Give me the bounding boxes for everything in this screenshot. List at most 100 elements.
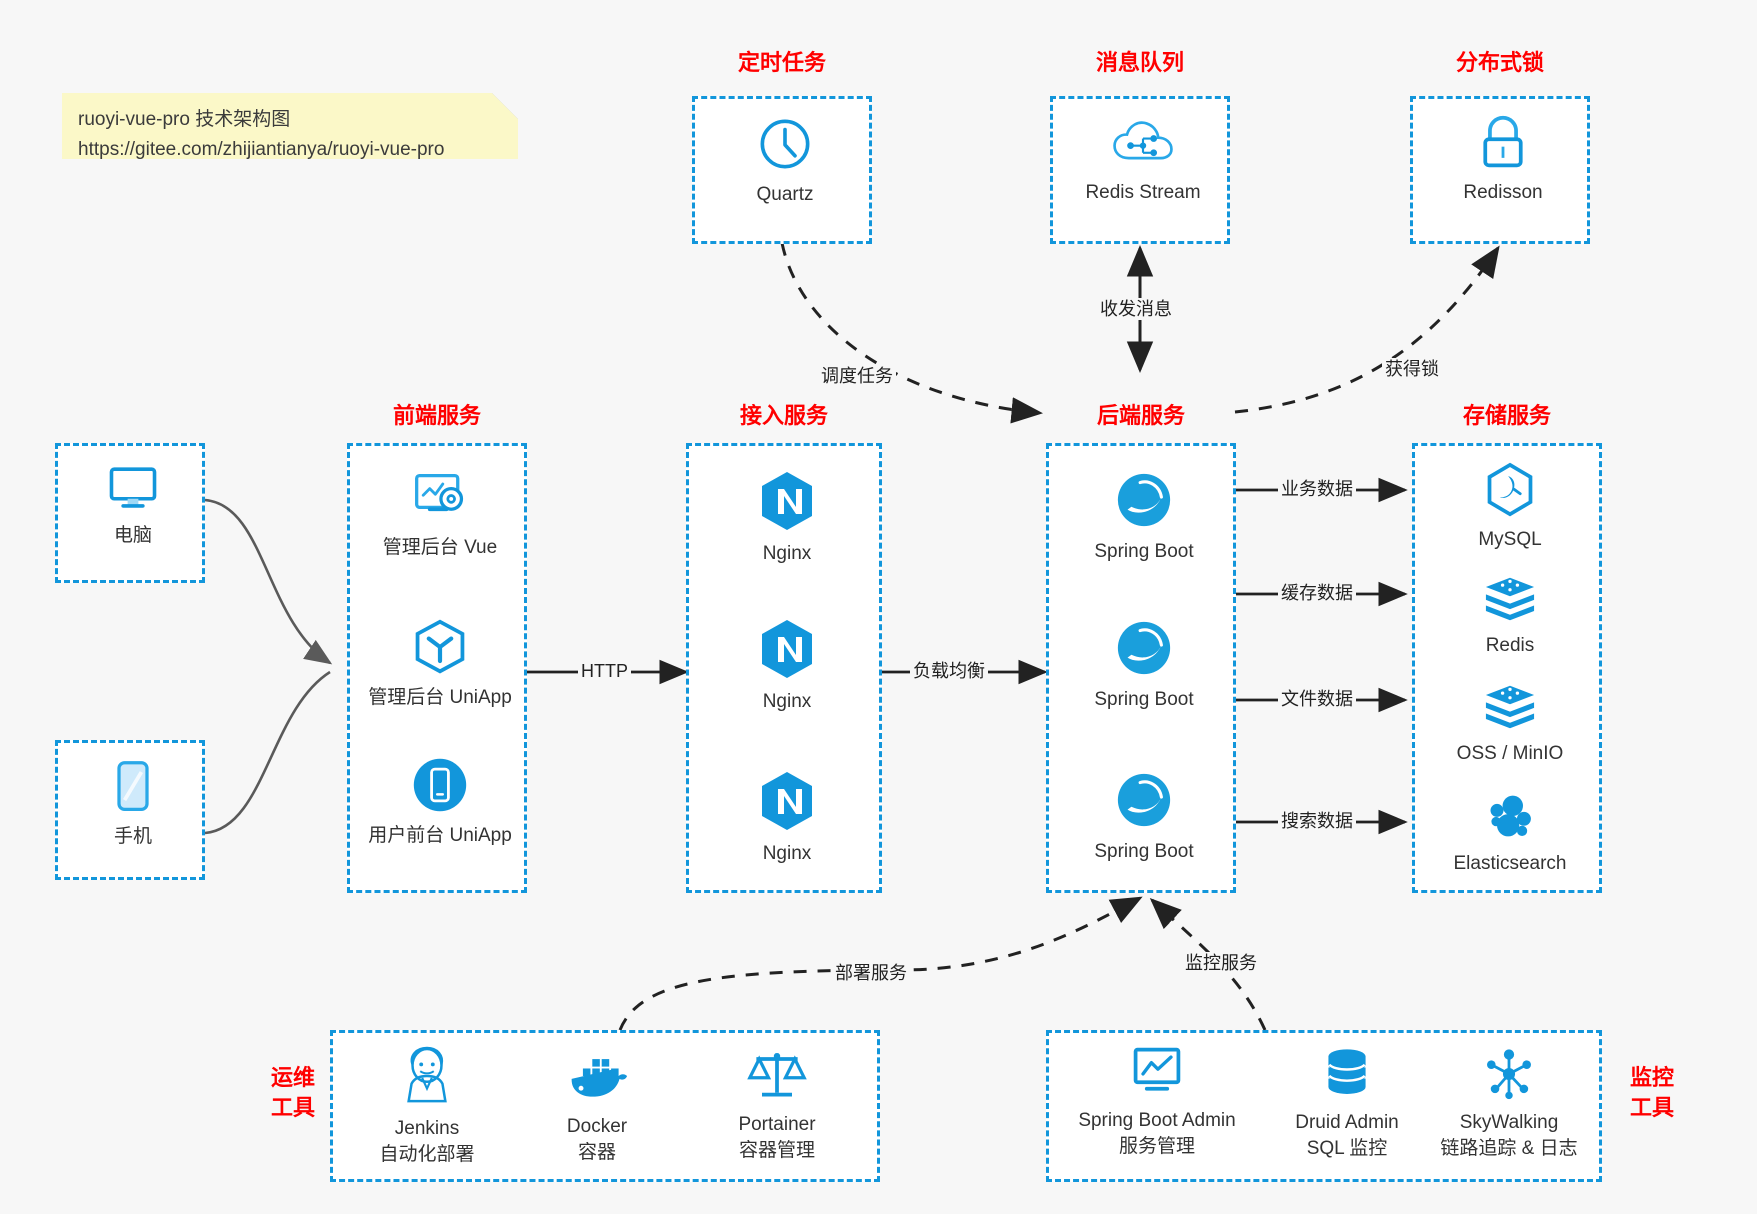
group-title-backend: 后端服务 xyxy=(1096,403,1185,428)
node-oss-minio[interactable]: OSS / MinIO xyxy=(1415,682,1605,767)
group-title-scheduler: 定时任务 xyxy=(737,50,826,75)
monitor-title-line2: 工具 xyxy=(1629,1095,1674,1120)
group-title-gateway: 接入服务 xyxy=(739,403,828,428)
spring-boot-icon xyxy=(1114,770,1174,835)
node-label: Docker xyxy=(566,1116,628,1137)
node-admin-vue[interactable]: 管理后台 Vue xyxy=(350,470,530,561)
padlock-icon xyxy=(1475,113,1531,176)
nginx-icon xyxy=(758,618,816,685)
node-label: Quartz xyxy=(756,184,814,205)
edge-label-monitor-service: 监控服务 xyxy=(1182,952,1260,974)
edge-label-schedule-task: 调度任务 xyxy=(818,365,896,387)
group-backend: Spring Boot Spring Boot Spring Boot xyxy=(1046,443,1236,893)
spring-boot-icon xyxy=(1114,470,1174,535)
node-mobile[interactable]: 手机 xyxy=(58,759,208,850)
node-sublabel: 链路追踪 & 日志 xyxy=(1440,1138,1578,1159)
database-stack-icon xyxy=(1321,1047,1373,1106)
clock-icon xyxy=(756,115,814,178)
edge-label-cache-data: 缓存数据 xyxy=(1278,582,1356,604)
node-springboot-2[interactable]: Spring Boot xyxy=(1049,618,1239,713)
group-title-frontend: 前端服务 xyxy=(392,403,481,428)
devops-title-line2: 工具 xyxy=(270,1095,315,1120)
node-label: Druid Admin xyxy=(1295,1112,1399,1133)
diagram-note: ruoyi-vue-pro 技术架构图 https://gitee.com/zh… xyxy=(62,93,518,159)
group-storage: MySQL Redis xyxy=(1412,443,1602,893)
dashboard-settings-icon xyxy=(409,470,471,531)
node-redis[interactable]: Redis xyxy=(1415,574,1605,659)
cloud-stream-icon xyxy=(1111,115,1175,176)
node-label: Redis xyxy=(1485,635,1535,656)
devops-title-line1: 运维 xyxy=(270,1065,315,1090)
group-client-desktop: 电脑 xyxy=(55,443,205,583)
docker-whale-icon xyxy=(566,1047,628,1110)
group-gateway: Nginx Nginx Nginx xyxy=(686,443,882,893)
node-label: 手机 xyxy=(113,826,152,847)
node-nginx-1[interactable]: Nginx xyxy=(689,470,885,567)
node-quartz[interactable]: Quartz xyxy=(695,115,875,208)
elasticsearch-icon xyxy=(1484,790,1536,847)
node-docker[interactable]: Docker 容器 xyxy=(517,1047,677,1166)
node-mysql[interactable]: MySQL xyxy=(1415,462,1605,553)
edge-label-load-balance: 负载均衡 xyxy=(910,660,988,682)
node-label: 管理后台 UniApp xyxy=(368,687,512,708)
group-lock: Redisson xyxy=(1410,96,1590,244)
group-title-monitor: 监控 工具 xyxy=(1612,1063,1692,1123)
monitor-title-line1: 监控 xyxy=(1629,1065,1674,1090)
group-monitor: Spring Boot Admin 服务管理 xyxy=(1046,1030,1602,1182)
node-nginx-2[interactable]: Nginx xyxy=(689,618,885,715)
node-label: Portainer xyxy=(738,1114,816,1135)
node-redis-stream[interactable]: Redis Stream xyxy=(1053,115,1233,206)
group-mq: Redis Stream xyxy=(1050,96,1230,244)
node-springboot-3[interactable]: Spring Boot xyxy=(1049,770,1239,865)
node-admin-uniapp[interactable]: 管理后台 UniApp xyxy=(350,618,530,711)
group-scheduler: Quartz xyxy=(692,96,872,244)
node-label: OSS / MinIO xyxy=(1456,743,1564,764)
group-title-mq: 消息队列 xyxy=(1095,50,1184,75)
node-user-uniapp[interactable]: 用户前台 UniApp xyxy=(350,756,530,849)
group-title-storage: 存储服务 xyxy=(1462,403,1551,428)
node-elasticsearch[interactable]: Elasticsearch xyxy=(1415,790,1605,877)
node-druid-admin[interactable]: Druid Admin SQL 监控 xyxy=(1267,1047,1427,1162)
node-sublabel: SQL 监控 xyxy=(1306,1138,1388,1159)
node-label: Nginx xyxy=(762,691,812,712)
node-label: 用户前台 UniApp xyxy=(368,825,512,846)
node-redisson[interactable]: Redisson xyxy=(1413,113,1593,206)
group-client-mobile: 手机 xyxy=(55,740,205,880)
node-desktop[interactable]: 电脑 xyxy=(58,462,208,549)
node-springboot-1[interactable]: Spring Boot xyxy=(1049,470,1239,565)
edge-label-business-data: 业务数据 xyxy=(1278,478,1356,500)
oss-minio-icon xyxy=(1482,682,1538,737)
node-label: Spring Boot Admin xyxy=(1078,1110,1236,1131)
node-label: SkyWalking xyxy=(1459,1112,1559,1133)
scales-icon xyxy=(747,1045,807,1108)
node-sublabel: 容器 xyxy=(577,1142,616,1163)
note-title: ruoyi-vue-pro 技术架构图 xyxy=(78,109,291,130)
nginx-icon xyxy=(758,770,816,837)
nginx-icon xyxy=(758,470,816,537)
node-nginx-3[interactable]: Nginx xyxy=(689,770,885,867)
node-portainer[interactable]: Portainer 容器管理 xyxy=(687,1045,867,1164)
node-sublabel: 容器管理 xyxy=(738,1140,815,1161)
mysql-icon xyxy=(1483,462,1537,523)
node-label: Spring Boot xyxy=(1094,841,1194,862)
node-jenkins[interactable]: Jenkins 自动化部署 xyxy=(347,1045,507,1168)
edge-label-send-receive-message: 收发消息 xyxy=(1097,298,1175,320)
spring-boot-icon xyxy=(1114,618,1174,683)
node-spring-boot-admin[interactable]: Spring Boot Admin 服务管理 xyxy=(1057,1045,1257,1160)
node-sublabel: 自动化部署 xyxy=(379,1144,475,1165)
group-title-lock: 分布式锁 xyxy=(1455,50,1544,75)
note-url: https://gitee.com/zhijiantianya/ruoyi-vu… xyxy=(78,139,445,160)
edge-label-http: HTTP xyxy=(578,660,631,682)
cube-y-icon xyxy=(411,618,469,681)
node-skywalking[interactable]: SkyWalking 链路追踪 & 日志 xyxy=(1419,1047,1599,1162)
edge-label-deploy-service: 部署服务 xyxy=(832,962,910,984)
mobile-phone-icon xyxy=(111,759,155,820)
node-label: Redis Stream xyxy=(1085,182,1201,203)
node-label: Spring Boot xyxy=(1094,541,1194,562)
node-label: 管理后台 Vue xyxy=(382,537,498,558)
skywalking-nodes-icon xyxy=(1481,1047,1537,1106)
edge-label-acquire-lock: 获得锁 xyxy=(1382,358,1442,380)
monitor-chart-icon xyxy=(1128,1045,1186,1104)
group-devops: Jenkins 自动化部署 Docker xyxy=(330,1030,880,1182)
